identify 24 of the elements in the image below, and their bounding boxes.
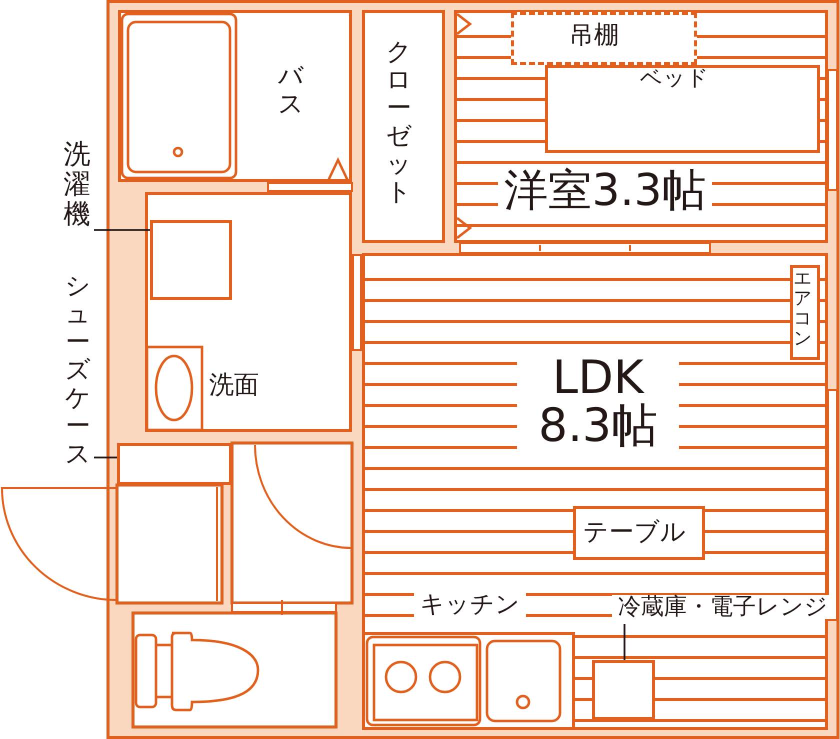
- item-name: 吊棚: [569, 22, 619, 48]
- item-name: エアコン: [793, 269, 812, 350]
- leader-line: [624, 624, 626, 660]
- item-name: テーブル: [583, 519, 686, 546]
- shelf-box: [511, 12, 697, 65]
- washing-machine-box: [150, 220, 232, 300]
- item-name: キッチン: [414, 592, 526, 618]
- bed-box: [545, 65, 820, 153]
- leader-line: [94, 229, 150, 231]
- table-box: [573, 506, 705, 560]
- callout-text: シューズケース: [65, 272, 92, 468]
- room: [362, 10, 445, 243]
- callout-text: 洗濯機: [63, 140, 92, 231]
- room: [454, 10, 828, 243]
- room: [145, 192, 352, 432]
- item-name: ベッド: [640, 67, 709, 90]
- shoe-cabinet-box: [117, 443, 232, 485]
- room-name: クローゼット: [386, 38, 412, 206]
- air-conditioner-box: [790, 265, 820, 360]
- fridge-box: [592, 660, 655, 720]
- room-name: 洗面: [209, 372, 259, 398]
- room-name: バス: [278, 62, 304, 118]
- room: [118, 10, 352, 182]
- leader-line: [94, 456, 117, 458]
